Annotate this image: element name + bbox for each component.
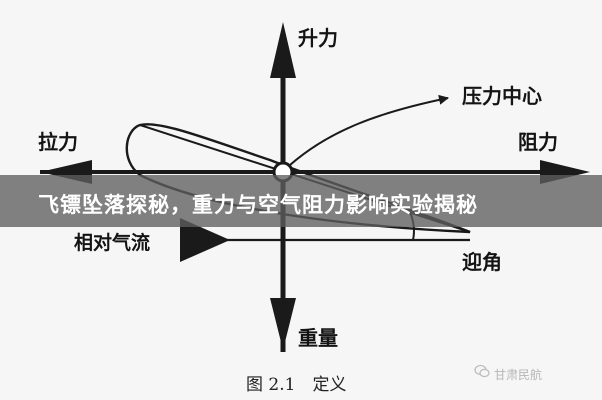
banner-title: 飞镖坠落探秘，重力与空气阻力影响实验揭秘	[38, 193, 478, 217]
drag-label: 阻力	[518, 130, 558, 154]
watermark-text: 甘肃民航	[494, 368, 543, 382]
weight-label: 重量	[298, 326, 338, 350]
relative-airflow-label: 相对气流	[74, 232, 151, 254]
relative-airflow-arrowhead	[180, 218, 230, 262]
figure-caption: 图 2.1 定义	[246, 375, 347, 395]
center-of-pressure-label: 压力中心	[462, 84, 542, 108]
lift-label: 升力	[298, 26, 338, 50]
wechat-logo-icon	[474, 364, 490, 378]
title-banner: 飞镖坠落探秘，重力与空气阻力影响实验揭秘	[0, 175, 602, 227]
center-of-pressure-pointer	[289, 94, 449, 166]
lift-arrowhead	[270, 22, 296, 78]
thrust-label: 拉力	[38, 130, 78, 154]
angle-of-attack-label: 迎角	[462, 250, 502, 274]
weight-arrowhead	[270, 298, 296, 350]
